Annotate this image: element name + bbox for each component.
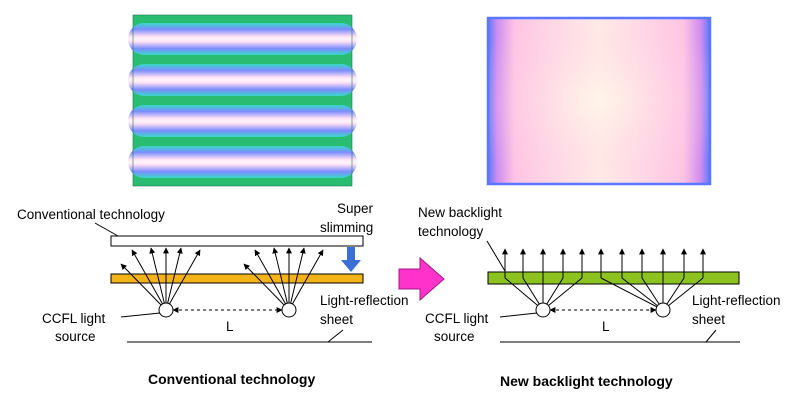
new-backlight-luminance-map xyxy=(486,16,712,186)
reflection-label-1: Light-reflection xyxy=(692,293,781,308)
ccfl-lamp-icon xyxy=(655,302,671,318)
conventional-caption: Conventional technology xyxy=(148,371,315,387)
distance-label: L xyxy=(602,319,610,334)
conventional-cross-section: Conventional technology Super slimming L xyxy=(17,201,409,387)
new-tag-label-2: technology xyxy=(418,224,484,239)
ccfl-lamp-icon xyxy=(158,302,174,318)
new-tag-label-1: New backlight xyxy=(418,205,502,220)
lamp-glow-band xyxy=(128,146,357,178)
conventional-diffuser-plate xyxy=(110,273,364,284)
lamp-glow-band xyxy=(128,23,357,55)
ccfl-label-1: CCFL light xyxy=(42,311,106,326)
super-slimming-label-1: Super xyxy=(337,201,374,216)
conventional-light-rays-right xyxy=(243,247,324,311)
ccfl-lamp-icon xyxy=(535,302,551,318)
new-backlight-cross-section: New backlight technology xyxy=(418,205,781,389)
reflection-label-2: sheet xyxy=(320,312,353,327)
leader-line xyxy=(327,329,344,343)
ccfl-lamp-icon xyxy=(281,302,297,318)
slimming-arrow-icon xyxy=(341,247,361,272)
transition-arrow-icon xyxy=(398,256,445,302)
ccfl-label-2: source xyxy=(55,329,96,344)
leader-line xyxy=(120,312,161,318)
lamp-glow-band xyxy=(128,64,357,96)
leader-line xyxy=(94,222,119,237)
lamp-glow-band xyxy=(128,105,357,137)
conventional-tag-label: Conventional technology xyxy=(17,207,165,222)
ccfl-label-2: source xyxy=(434,329,475,344)
conventional-light-rays-left xyxy=(120,247,201,311)
leader-line xyxy=(705,329,717,343)
new-light-rays-left xyxy=(502,248,604,311)
ccfl-label-1: CCFL light xyxy=(425,311,489,326)
new-caption: New backlight technology xyxy=(500,373,673,389)
conventional-top-sheet xyxy=(110,235,364,247)
leader-line xyxy=(486,240,506,272)
conventional-luminance-map xyxy=(128,14,357,187)
distance-label: L xyxy=(226,319,234,334)
super-slimming-label-2: slimming xyxy=(320,220,373,235)
reflection-label-1: Light-reflection xyxy=(320,293,409,308)
leader-line xyxy=(499,312,538,318)
reflection-label-2: sheet xyxy=(692,312,725,327)
